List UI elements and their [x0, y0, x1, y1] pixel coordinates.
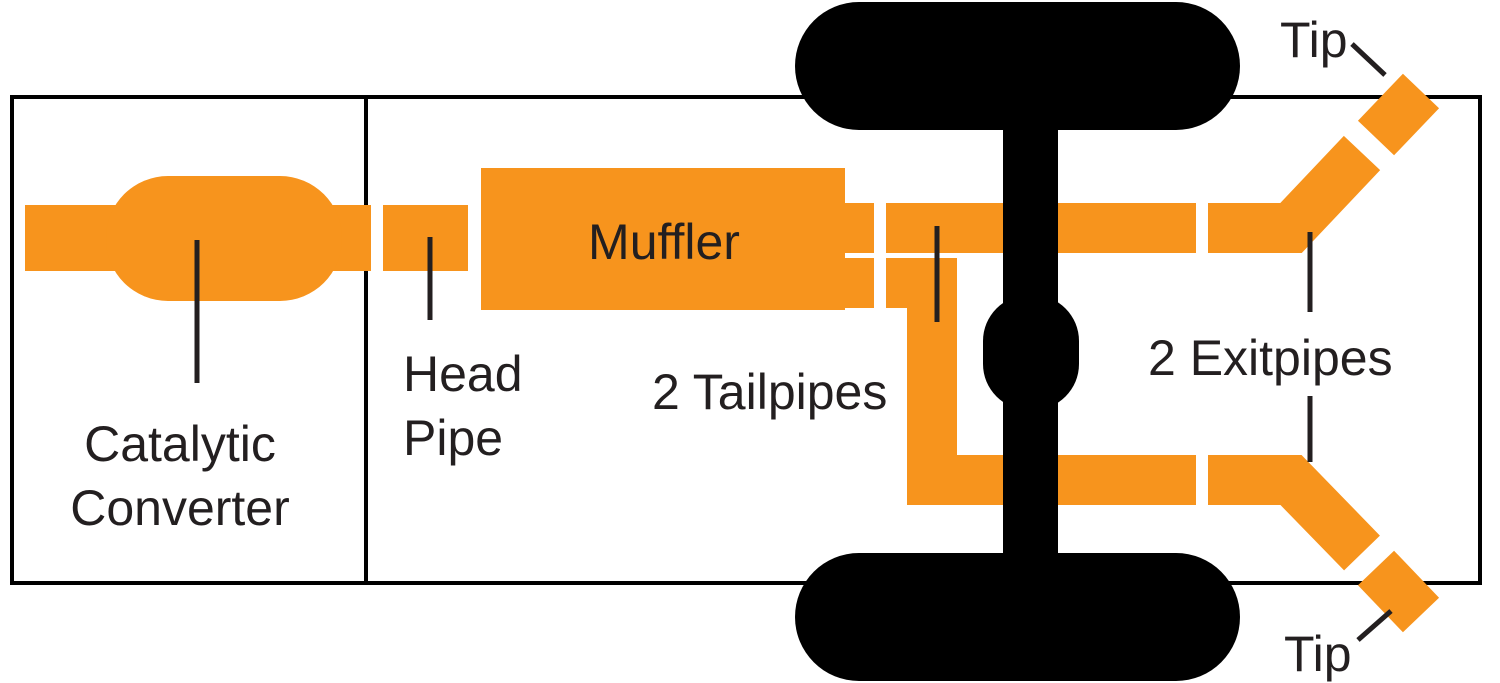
head-pipe-label: Head Pipe [403, 342, 523, 470]
callout-lines [194, 42, 1393, 642]
axle-and-tires [795, 2, 1240, 681]
head-pipe-shape [383, 205, 468, 271]
tip-top-label: Tip [1280, 12, 1348, 68]
tailpipes-label: 2 Tailpipes [652, 364, 888, 420]
tailpipe-upper-stub-shape [845, 203, 874, 253]
tire-top-shape [795, 2, 1240, 130]
tire-bottom-shape [795, 553, 1240, 681]
catalytic-converter-shape [106, 176, 342, 301]
tip-bottom-label: Tip [1284, 626, 1352, 682]
frame-outline [10, 95, 1482, 585]
catalytic-converter-label-line2: Converter [70, 480, 290, 536]
tailpipe-lower-shape [886, 258, 1196, 505]
catalytic-converter-label: Catalytic Converter [15, 412, 345, 540]
exitpipe-upper-shape [1208, 135, 1381, 253]
muffler-shape [481, 168, 845, 310]
tailpipe-lower-stub-shape [845, 258, 874, 308]
head-pipe-label-line1: Head [403, 346, 523, 402]
tip-bottom-callout-line [1356, 609, 1393, 642]
tip-upper-shape [1357, 73, 1440, 156]
head-pipe-label-line2: Pipe [403, 410, 504, 466]
muffler-label: Muffler [588, 214, 740, 270]
catalytic-converter-label-line1: Catalytic [84, 416, 276, 472]
tip-top-callout-line [1350, 42, 1387, 77]
exitpipes-label: 2 Exitpipes [1148, 330, 1393, 386]
tip-lower-shape [1357, 550, 1440, 633]
vehicle-frame [10, 95, 1482, 585]
differential-shape [983, 295, 1079, 410]
exitpipe-lower-shape [1208, 455, 1380, 571]
